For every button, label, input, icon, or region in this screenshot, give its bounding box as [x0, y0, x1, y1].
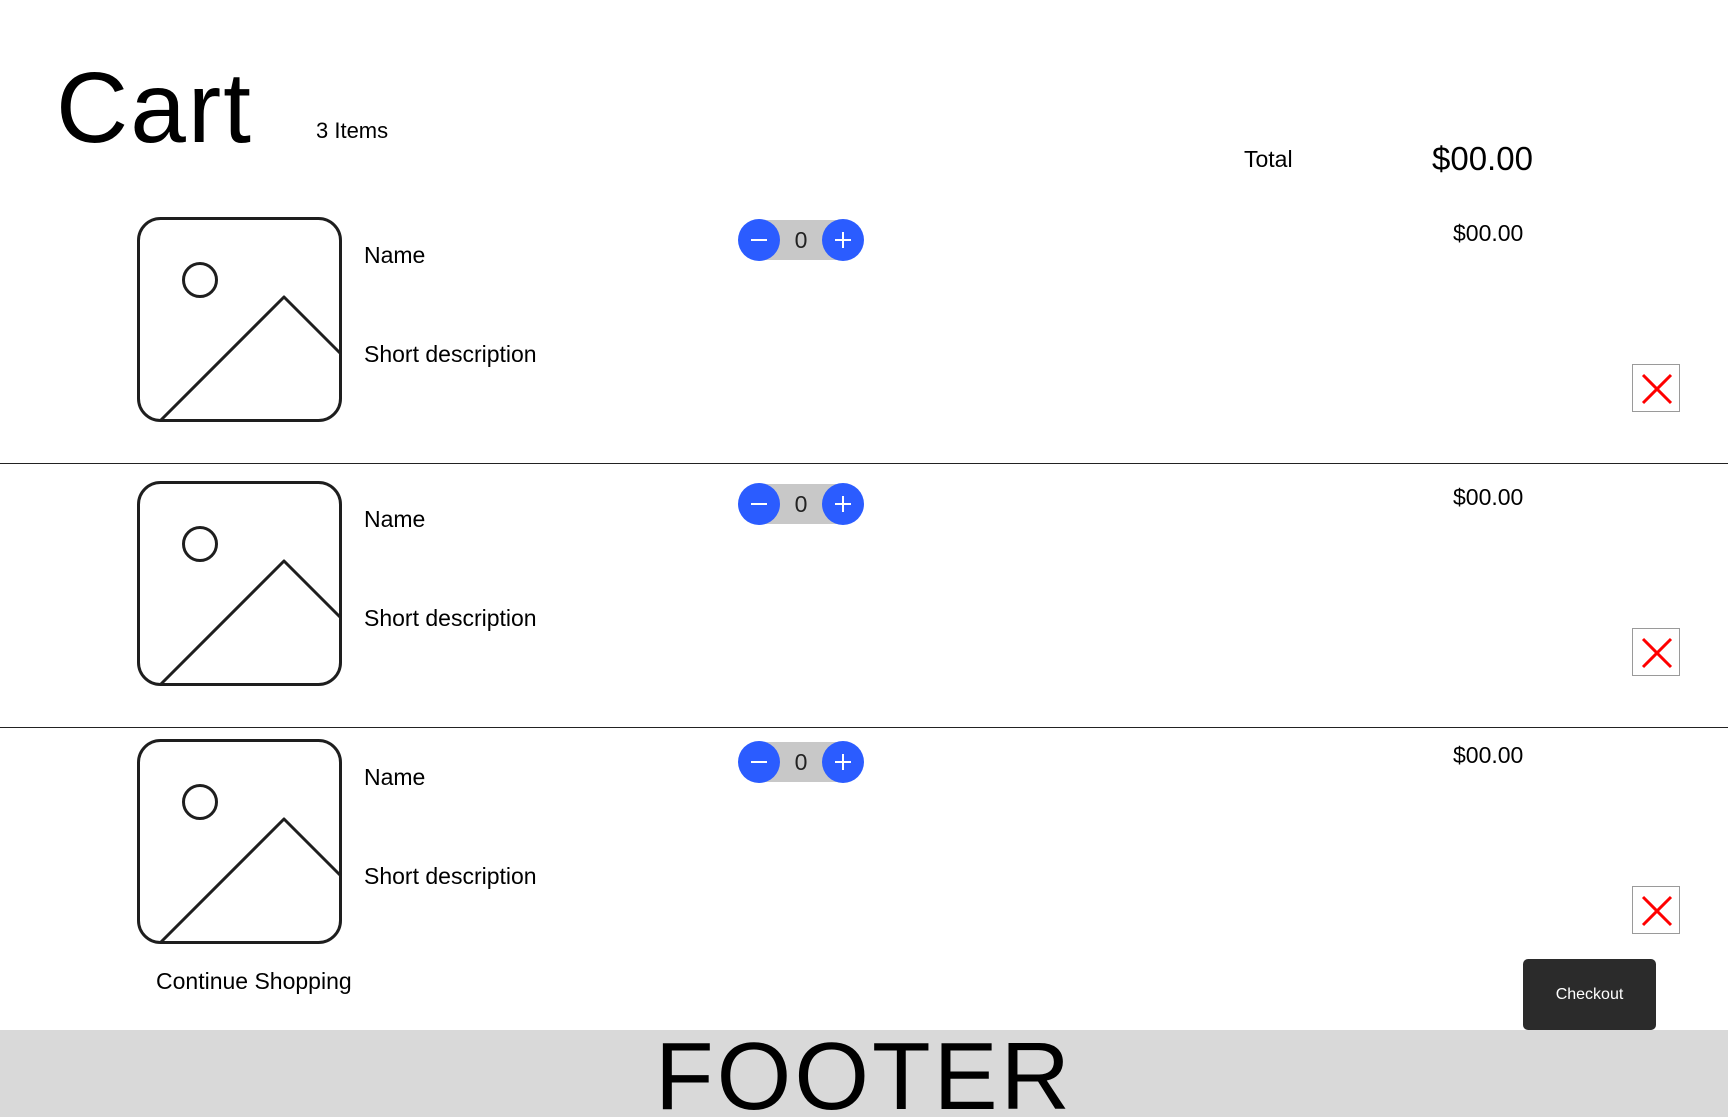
- plus-icon: [835, 496, 851, 512]
- page-title: Cart: [56, 52, 253, 164]
- quantity-stepper: 0: [738, 219, 864, 261]
- item-price: $00.00: [1453, 484, 1524, 510]
- cart-item: Name Short description 0 $00.00: [0, 722, 1728, 986]
- footer-label: FOOTER: [655, 1030, 1073, 1117]
- remove-item-button[interactable]: [1632, 628, 1680, 676]
- plus-icon: [835, 754, 851, 770]
- plus-icon: [835, 232, 851, 248]
- item-count: 3 Items: [316, 118, 389, 143]
- increase-quantity-button[interactable]: [822, 741, 864, 783]
- footer: FOOTER: [0, 1030, 1728, 1117]
- quantity-value: 0: [794, 491, 808, 517]
- item-name: Name: [364, 242, 426, 268]
- quantity-value: 0: [794, 749, 808, 775]
- close-icon: [1641, 895, 1673, 927]
- checkout-button[interactable]: Checkout: [1523, 959, 1656, 1030]
- image-placeholder-icon: [137, 217, 342, 422]
- item-description: Short description: [364, 605, 537, 631]
- remove-item-button[interactable]: [1632, 364, 1680, 412]
- increase-quantity-button[interactable]: [822, 219, 864, 261]
- quantity-stepper: 0: [738, 483, 864, 525]
- remove-item-button[interactable]: [1632, 886, 1680, 934]
- decrease-quantity-button[interactable]: [738, 483, 780, 525]
- total-value: $00.00: [1432, 140, 1533, 177]
- quantity-value: 0: [794, 227, 808, 253]
- item-price: $00.00: [1453, 220, 1524, 246]
- total-label: Total: [1244, 146, 1293, 172]
- cart-item: Name Short description 0 $00.00: [0, 200, 1728, 464]
- continue-shopping-link[interactable]: Continue Shopping: [156, 968, 352, 994]
- item-description: Short description: [364, 341, 537, 367]
- image-placeholder-icon: [137, 481, 342, 686]
- item-description: Short description: [364, 863, 537, 889]
- image-placeholder-icon: [137, 739, 342, 944]
- item-name: Name: [364, 764, 426, 790]
- close-icon: [1641, 637, 1673, 669]
- quantity-stepper: 0: [738, 741, 864, 783]
- minus-icon: [751, 239, 767, 241]
- decrease-quantity-button[interactable]: [738, 741, 780, 783]
- increase-quantity-button[interactable]: [822, 483, 864, 525]
- decrease-quantity-button[interactable]: [738, 219, 780, 261]
- item-price: $00.00: [1453, 742, 1524, 768]
- minus-icon: [751, 761, 767, 763]
- item-name: Name: [364, 506, 426, 532]
- minus-icon: [751, 503, 767, 505]
- close-icon: [1641, 373, 1673, 405]
- cart-item: Name Short description 0 $00.00: [0, 464, 1728, 728]
